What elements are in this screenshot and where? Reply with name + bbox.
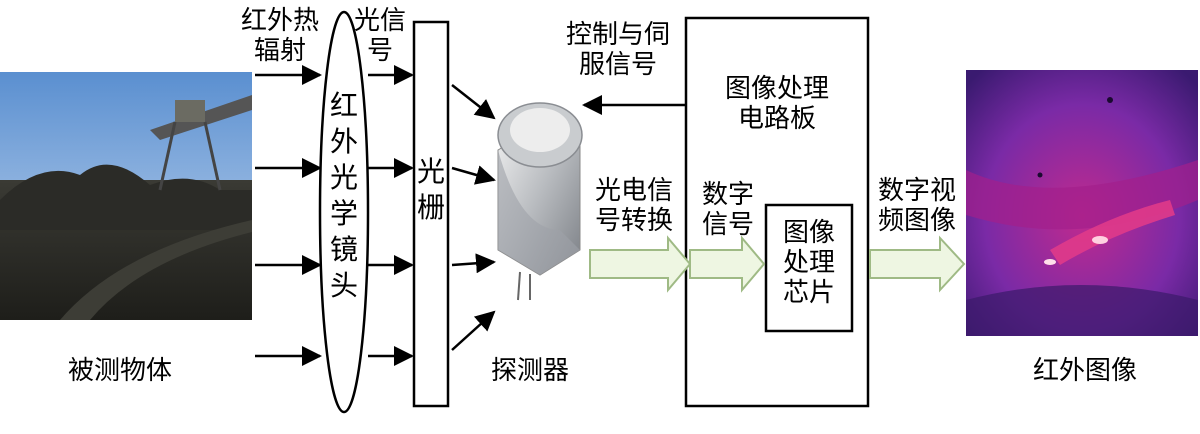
- ir-image: [966, 70, 1198, 336]
- detector-label: 探测器: [490, 356, 569, 386]
- object-label: 被测物体: [67, 356, 172, 386]
- digital-signal-label: 数字 信号: [701, 180, 754, 240]
- digital-signal-arrow: [689, 235, 766, 293]
- photoelectric-arrow: [589, 235, 692, 293]
- board-label: 图像处理 电路板: [724, 74, 829, 134]
- photoelectric-label: 光电信 号转换: [594, 176, 673, 236]
- light-signal-label: 光信 号: [353, 6, 406, 66]
- control-signal-label: 控制与伺 服信号: [565, 20, 670, 80]
- grating-arrow: [451, 253, 496, 274]
- lens-label: 红 外 光 学 镜 头: [329, 89, 358, 302]
- ir-image-label: 红外图像: [1032, 356, 1137, 386]
- grating-arrow: [451, 165, 496, 185]
- grating-arrow: [451, 84, 496, 120]
- grating-box: [412, 20, 450, 408]
- detector-device: [497, 102, 583, 301]
- grating-label: 光 栅: [416, 155, 445, 224]
- image-processing-chip: [764, 203, 854, 333]
- digital-video-label: 数字视 频图像: [877, 176, 956, 236]
- object-photo: [0, 72, 252, 320]
- grating-arrow: [451, 310, 496, 351]
- chip-label: 图像 处理 芯片: [782, 218, 835, 308]
- digital-video-arrow: [869, 235, 966, 293]
- radiation-label: 红外热 辐射: [240, 6, 319, 66]
- ir-lens: [318, 10, 370, 414]
